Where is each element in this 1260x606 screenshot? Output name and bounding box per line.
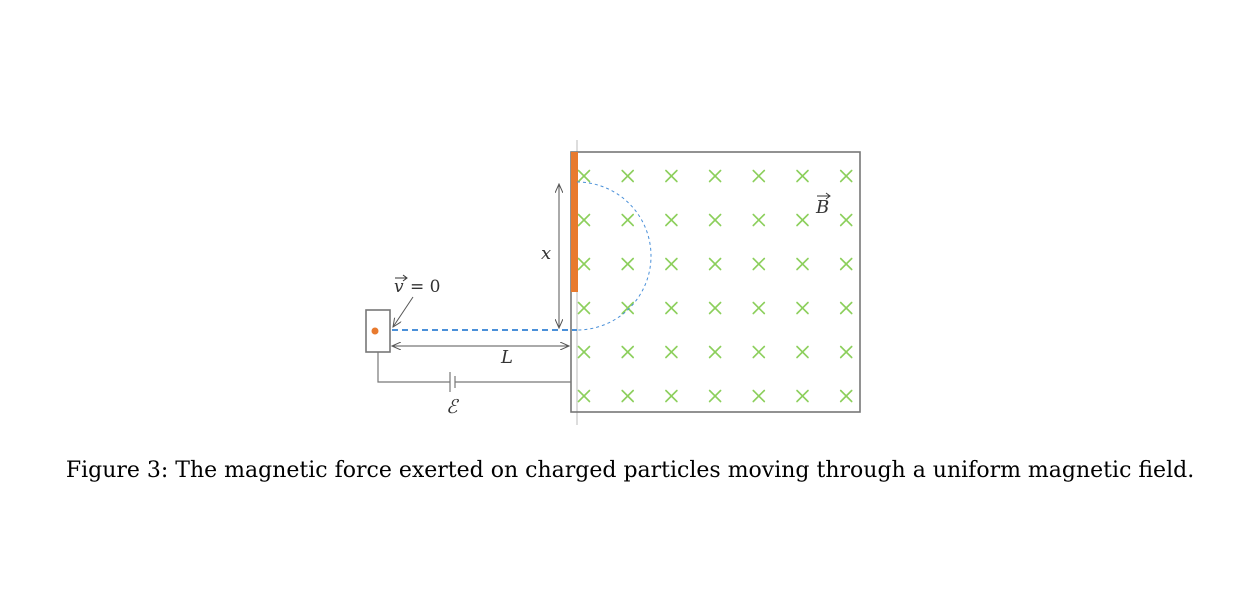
field-marker-cross	[621, 213, 635, 227]
field-marker-cross	[708, 345, 722, 359]
field-marker-cross	[621, 389, 635, 403]
field-marker-cross	[796, 213, 809, 227]
field-marker-cross	[708, 301, 722, 315]
field-marker-cross	[839, 345, 853, 359]
collector-plate	[571, 152, 578, 292]
field-marker-cross	[577, 213, 591, 227]
dimension-x-label: x	[541, 243, 551, 264]
field-marker-cross	[708, 257, 722, 271]
field-marker-cross	[796, 301, 809, 315]
velocity-pointer-arrow	[393, 296, 414, 327]
field-marker-cross	[839, 257, 853, 271]
field-marker-cross	[621, 345, 635, 359]
field-marker-cross	[577, 345, 591, 359]
field-marker-cross	[708, 389, 722, 403]
field-symbol: B	[815, 197, 829, 218]
trajectory-arc	[576, 181, 652, 331]
field-marker-cross	[577, 389, 591, 403]
field-marker-cross	[839, 169, 853, 183]
field-marker-cross	[752, 169, 766, 183]
field-marker-cross	[839, 213, 853, 227]
figure-caption: Figure 3: The magnetic force exerted on …	[65, 458, 1195, 483]
emf-label: ℰ	[446, 396, 460, 418]
field-marker-cross	[839, 301, 853, 315]
field-marker-cross	[708, 213, 722, 227]
field-marker-cross	[665, 345, 678, 359]
field-marker-cross	[796, 345, 809, 359]
field-marker-cross	[621, 301, 635, 315]
field-marker-cross	[839, 389, 853, 403]
field-marker-cross	[708, 169, 722, 183]
field-marker-cross	[796, 169, 809, 183]
field-marker-cross	[752, 345, 766, 359]
field-marker-cross	[752, 301, 766, 315]
field-marker-cross	[665, 301, 678, 315]
field-marker-cross	[621, 169, 635, 183]
charged-particle	[371, 327, 379, 335]
field-marker-cross	[752, 213, 766, 227]
field-marker-cross	[752, 389, 766, 403]
field-marker-cross	[665, 213, 678, 227]
field-marker-cross	[665, 169, 678, 183]
velocity-symbol: v	[394, 277, 404, 297]
dimension-L-label: L	[500, 347, 513, 368]
emf-circuit	[377, 352, 571, 392]
field-marker-cross	[796, 257, 809, 271]
field-label: B	[815, 192, 831, 218]
field-marker-cross	[796, 389, 809, 403]
field-marker-cross	[665, 257, 678, 271]
magnetic-field-diagram: v = 0 L x ℰ B	[365, 140, 861, 425]
velocity-label: v = 0	[394, 274, 440, 297]
field-marker-cross	[665, 389, 678, 403]
field-markers	[577, 169, 853, 403]
field-marker-cross	[577, 301, 591, 315]
field-region	[570, 151, 861, 413]
velocity-value: = 0	[410, 277, 440, 297]
field-marker-cross	[577, 169, 591, 183]
field-marker-cross	[577, 257, 591, 271]
field-marker-cross	[621, 257, 635, 271]
field-marker-cross	[752, 257, 766, 271]
